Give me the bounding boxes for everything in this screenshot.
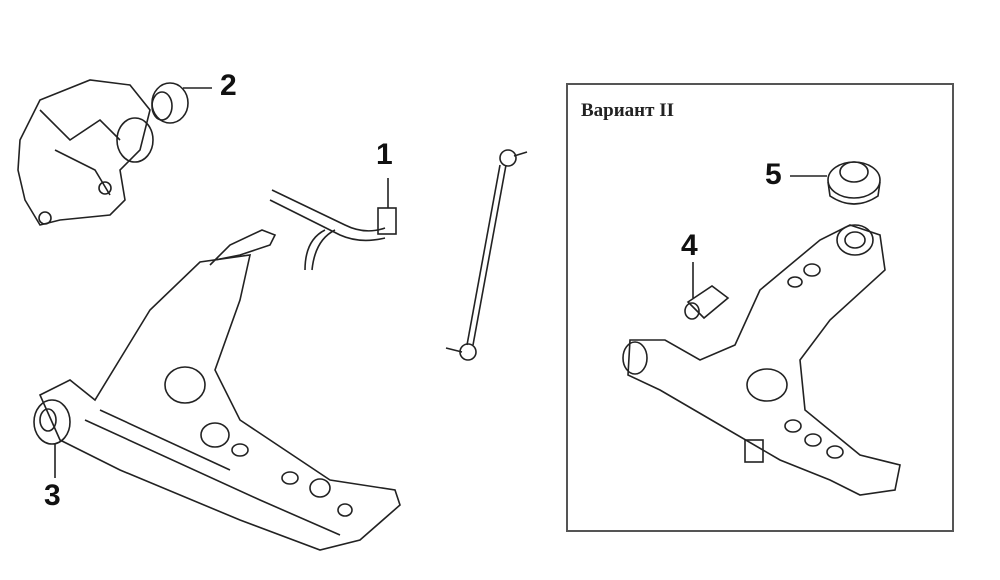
subframe-bracket [17,79,154,226]
callout-5: 5 [765,158,782,191]
stabilizer-bar [269,178,397,271]
variant-ii-title: Вариант II [581,100,675,121]
bushing-part-2 [151,82,212,124]
callout-1: 1 [376,138,393,171]
control-arm-variant-ii [622,224,901,496]
variant-ii-frame [566,83,954,532]
callout-4: 4 [681,229,698,262]
bushing-part-5 [790,161,881,205]
stabilizer-link [445,149,528,361]
bushing-part-4 [684,262,730,320]
callout-3: 3 [44,479,61,512]
control-arm-main [33,229,401,551]
callout-2: 2 [220,69,237,102]
